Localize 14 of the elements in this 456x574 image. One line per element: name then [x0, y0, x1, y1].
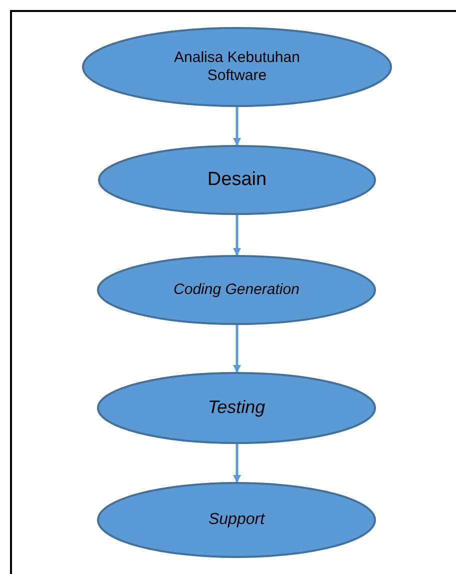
node-label: Analisa Kebutuhan Software — [173, 49, 301, 85]
node-label: Coding Generation — [174, 281, 300, 299]
arrow — [233, 107, 241, 146]
process-ellipse — [97, 482, 376, 558]
process-ellipse — [98, 145, 376, 215]
node-label: Testing — [208, 397, 266, 419]
node-label: Support — [208, 510, 265, 530]
arrow — [233, 325, 241, 373]
process-ellipse — [97, 372, 376, 444]
arrow — [233, 444, 241, 483]
process-ellipse — [82, 27, 392, 107]
process-ellipse — [97, 255, 376, 325]
node-label: Desain — [207, 168, 267, 192]
arrow — [233, 215, 241, 256]
